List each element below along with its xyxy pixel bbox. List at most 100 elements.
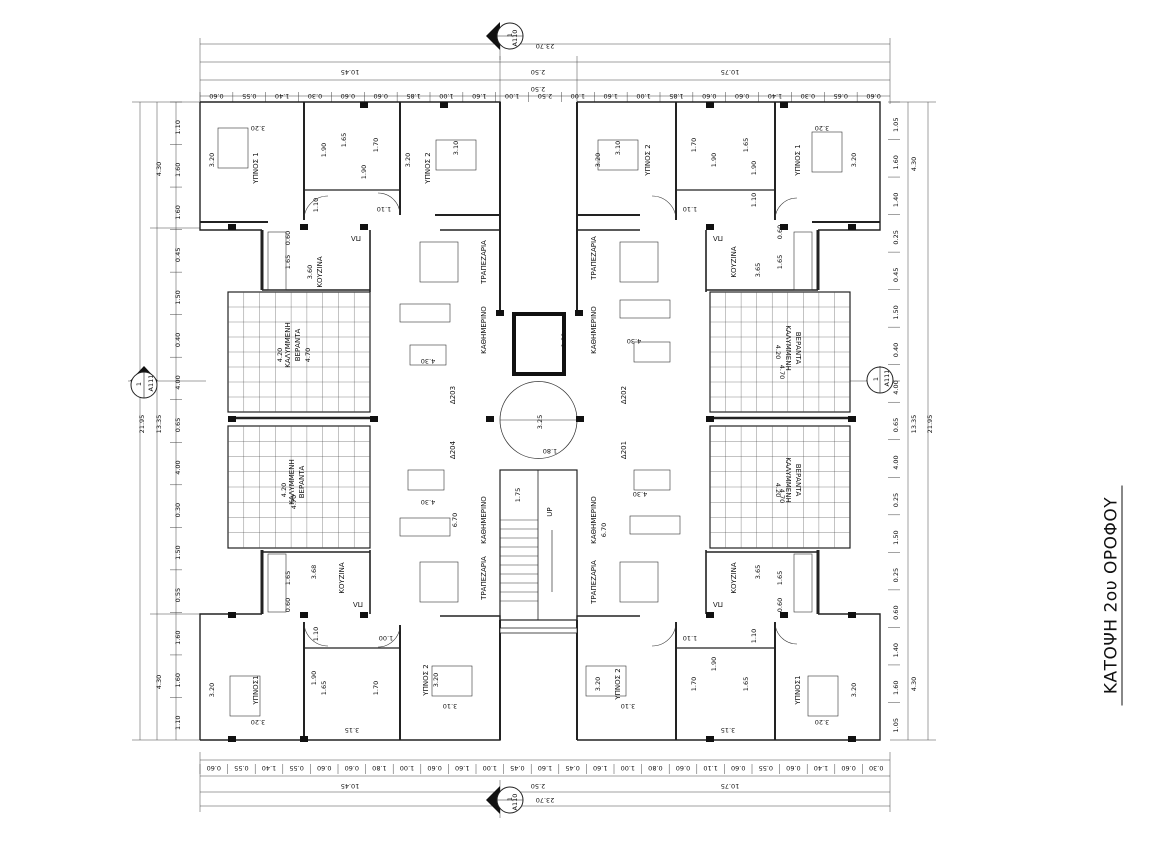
core-dim-b: 3.25	[536, 415, 544, 429]
left-dim-9: 0.30	[174, 503, 182, 517]
veranda-tl-dim-a: 4.20	[276, 348, 284, 362]
br-kitchen-label: ΚΟΥΖΙΝΑ	[730, 562, 738, 593]
section-right-num: 1	[872, 377, 880, 381]
tl-living-label: ΚΑΘΗΜΕΡΙΝΟ	[480, 306, 488, 354]
bl-bedroom2-w: 3.10	[443, 702, 457, 710]
br-living-label: ΚΑΘΗΜΕΡΙΝΟ	[590, 496, 598, 544]
column-27	[780, 102, 788, 108]
lift-shaft	[512, 312, 566, 376]
section-right-ref: A111	[883, 370, 891, 387]
top-dim-17: 1.40	[768, 92, 782, 100]
br-living-dim-a: 4.30	[633, 490, 647, 498]
bottom-dim-5: 0.60	[345, 764, 359, 772]
tr-living-dim: 4.30	[627, 337, 641, 345]
width-left-top: 10.45	[341, 68, 360, 76]
tr-door-a: 1.10	[750, 193, 758, 207]
section-mark-top: 1 A110	[486, 22, 524, 60]
tr-kit-d: 3.65	[754, 263, 762, 277]
veranda-tr-label2: ΒΕΡΑΝΤΑ	[794, 332, 802, 365]
column-9	[370, 416, 378, 422]
bl-bath-b: 1.65	[320, 681, 328, 695]
bottom-dim-14: 1.60	[593, 764, 607, 772]
column-14	[228, 612, 236, 618]
right-dim-1: 1.60	[892, 155, 900, 169]
left-dimension-chain: 1.101.601.600.451.500.404.000.654.000.30…	[170, 101, 182, 730]
bottom-dim-15: 1.00	[621, 764, 635, 772]
right-dim-5: 1.50	[892, 305, 900, 319]
tl-kit-a: 0.60	[284, 231, 292, 245]
top-dim-0: 0.60	[209, 92, 223, 100]
bottom-dim-9: 1.60	[455, 764, 469, 772]
bottom-dim-19: 0.60	[731, 764, 745, 772]
br-living-dim-b: 6.70	[600, 523, 608, 537]
bl-living-dim-a: 4.30	[421, 498, 435, 506]
apt-d201-label: Δ201	[620, 441, 628, 459]
bottom-dim-8: 0.60	[427, 764, 441, 772]
column-2	[360, 224, 368, 230]
bottom-dim-22: 1.40	[814, 764, 828, 772]
bl-bedroom1-w: 3.20	[251, 718, 265, 726]
tr-kit-a: 0.60	[776, 225, 784, 239]
tr-bedroom1-w: 3.20	[815, 124, 829, 132]
tr-bath-a: 1.90	[750, 161, 758, 175]
bottom-dim-0: 0.60	[207, 764, 221, 772]
left-dim-10: 1.50	[174, 545, 182, 559]
veranda-bl-label2: ΒΕΡΑΝΤΑ	[298, 466, 306, 499]
left-dim-14: 1.10	[174, 715, 182, 729]
column-6	[780, 224, 788, 230]
tr-door-b: 1.10	[683, 205, 697, 213]
section-top-ref: A110	[511, 30, 519, 47]
tr-bath-b: 1.65	[742, 138, 750, 152]
right-dim-4: 0.45	[892, 268, 900, 282]
section-mark-bottom: 1 A110	[486, 780, 524, 818]
top-dim-11: 1.00	[571, 92, 585, 100]
tr-kitchen-label: ΚΟΥΖΙΝΑ	[730, 246, 738, 277]
central-core: 1.80 3.25 1.80 1.75 UP	[499, 102, 578, 740]
br-bedroom2-label: ΥΠΝΟΣ 2	[614, 668, 622, 700]
tl-bedroom1-h: 3.20	[208, 153, 216, 167]
tr-bath-d: 1.90	[710, 153, 718, 167]
veranda-bottom-right: ΚΑΛΥΜΜΕΝΗ ΒΕΡΑΝΤΑ 4.20 4.70	[709, 425, 851, 549]
top-dim-15: 0.60	[702, 92, 716, 100]
bottom-dim-10: 1.00	[483, 764, 497, 772]
bottom-dim-11: 0.45	[510, 764, 524, 772]
tl-kit-b: 1.65	[284, 255, 292, 269]
bl-bedroom2-label: ΥΠΝΟΣ 2	[422, 664, 430, 696]
height-mid-left: 13.35	[155, 415, 163, 434]
veranda-tr-dim-a: 4.20	[774, 345, 782, 359]
br-wm-label: ΠΛ	[713, 600, 723, 608]
column-19	[848, 612, 856, 618]
column-22	[706, 736, 714, 742]
top-dim-20: 0.60	[866, 92, 880, 100]
column-23	[848, 736, 856, 742]
height-bottom-left: 4.30	[155, 675, 163, 689]
core-dim-a: 1.80	[560, 333, 568, 347]
tl-bedroom1-w: 3.20	[251, 124, 265, 132]
bl-dining-label: ΤΡΑΠΕΖΑΡΙΑ	[480, 556, 488, 601]
left-dim-11: 0.55	[174, 588, 182, 602]
top-dim-3: 0.30	[308, 92, 322, 100]
right-dimension-lines: 21.95 13.35 4.30 4.30 1.051.601.400.250.…	[888, 101, 936, 741]
column-24	[360, 102, 368, 108]
tl-bedroom2-w: 3.10	[452, 141, 460, 155]
right-dimension-chain: 1.051.601.400.250.451.500.404.000.654.00…	[888, 101, 900, 732]
bl-bedroom1-h: 3.20	[208, 683, 216, 697]
column-26	[706, 102, 714, 108]
width-total-bottom: 23.70	[536, 796, 555, 804]
top-dim-18: 0.30	[801, 92, 815, 100]
bottom-dim-3: 0.55	[289, 764, 303, 772]
right-dim-12: 0.25	[892, 568, 900, 582]
section-top-num: 1	[506, 33, 514, 37]
veranda-br-dim-a: 4.20	[774, 483, 782, 497]
width-core-bottom: 2.50	[531, 782, 545, 790]
left-dim-2: 1.60	[174, 205, 182, 219]
br-kit-b: 1.65	[776, 571, 784, 585]
apt-d203-label: Δ203	[449, 386, 457, 404]
right-dim-15: 1.60	[892, 680, 900, 694]
bl-kitchen-label: ΚΟΥΖΙΝΑ	[338, 562, 346, 593]
br-dining-label: ΤΡΑΠΕΖΑΡΙΑ	[590, 560, 598, 605]
veranda-top-left: ΚΑΛΥΜΜΕΝΗ ΒΕΡΑΝΤΑ 4.20 4.70	[227, 291, 371, 413]
column-18	[780, 612, 788, 618]
veranda-br-label1: ΚΑΛΥΜΜΕΝΗ	[784, 457, 792, 502]
